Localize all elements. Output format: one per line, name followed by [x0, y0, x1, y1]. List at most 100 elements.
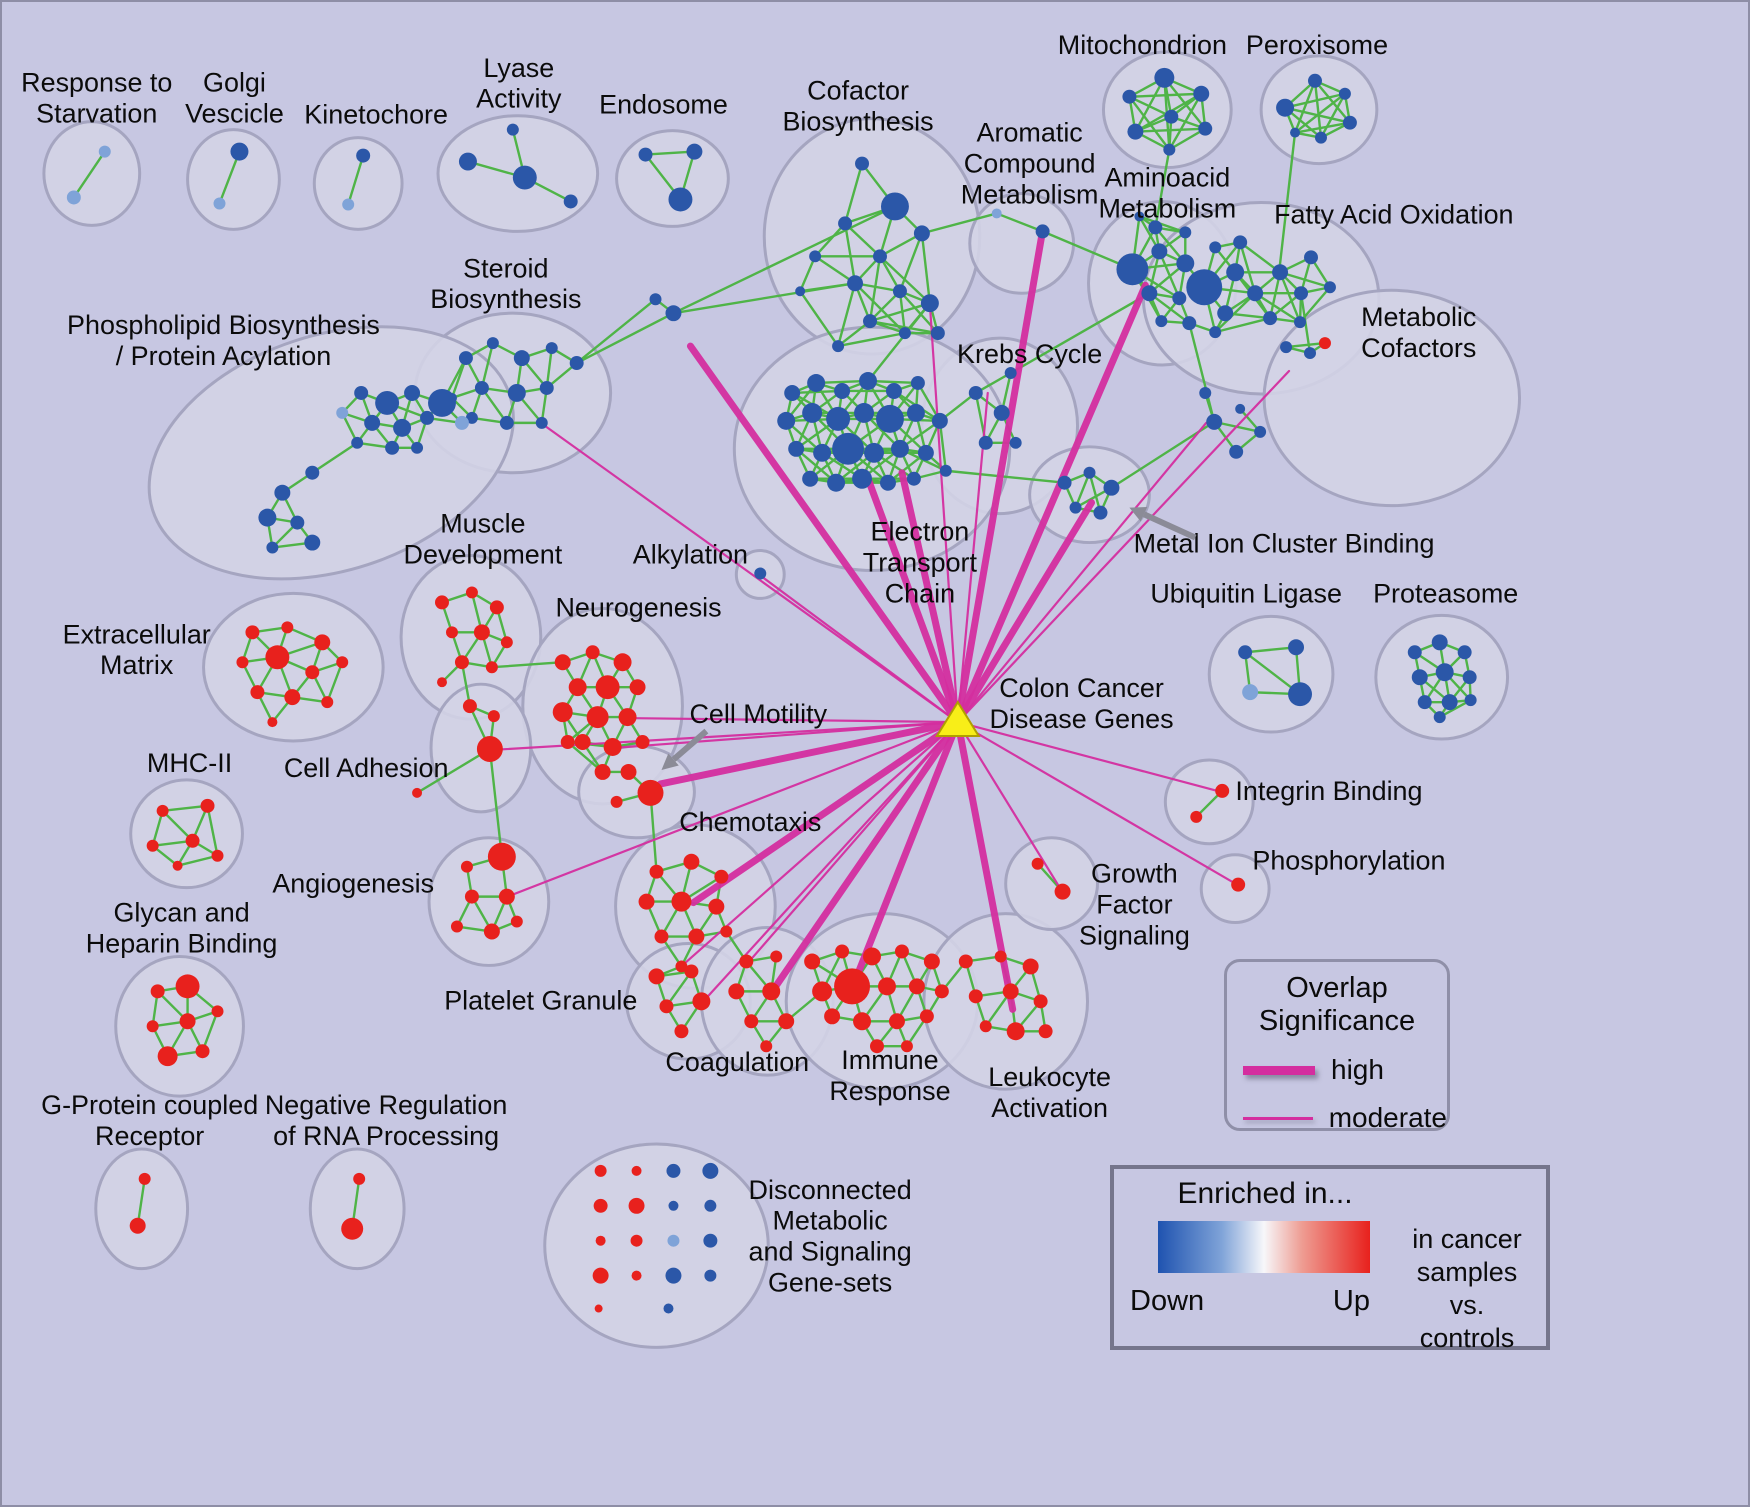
- cluster-label-disconnected-gene-sets: and Signaling: [749, 1237, 912, 1267]
- network-edge: [1293, 121, 1352, 134]
- network-node: [802, 402, 823, 423]
- significance-high-label: high: [1331, 1054, 1384, 1085]
- network-node: [428, 388, 456, 417]
- cluster-ellipse-g-protein-coupled-receptor: [94, 1147, 190, 1271]
- network-node: [1338, 87, 1351, 100]
- network-node: [863, 947, 881, 966]
- legend-enriched-context: in cancer samples vs. controls: [1400, 1221, 1534, 1355]
- cluster-label-growth-factor-signaling: Growth: [1091, 859, 1178, 889]
- network-node: [258, 508, 277, 527]
- network-node: [1417, 695, 1432, 710]
- network-node: [445, 626, 458, 639]
- network-node: [892, 284, 907, 299]
- network-node: [98, 145, 111, 158]
- network-node: [668, 1200, 679, 1211]
- network-node: [195, 1044, 210, 1059]
- network-node: [351, 436, 364, 449]
- network-node: [454, 415, 469, 430]
- significance-moderate-swatch: [1243, 1116, 1313, 1120]
- annotation-arrow-head-0: [1129, 506, 1148, 522]
- legend-enriched-in: Enriched in... Down Up in cancer samples…: [1110, 1165, 1550, 1353]
- network-node: [991, 208, 1002, 219]
- network-edge: [813, 222, 847, 258]
- inter-cluster-edge: [672, 205, 897, 315]
- significance-high-swatch: [1243, 1065, 1315, 1075]
- network-edge: [1214, 292, 1257, 334]
- cluster-label-response-starvation: Response to: [21, 68, 172, 98]
- network-node: [923, 953, 940, 970]
- network-node: [968, 385, 983, 400]
- cluster-ellipse-angiogenesis: [427, 836, 551, 967]
- network-node: [274, 484, 291, 501]
- significance-edge-high: [864, 475, 962, 726]
- inter-cluster-edge: [672, 282, 857, 315]
- network-node: [638, 147, 653, 162]
- network-node: [958, 954, 973, 969]
- cluster-label-leukocyte-activation: Activation: [991, 1093, 1108, 1123]
- network-node: [686, 143, 703, 160]
- network-node: [762, 982, 781, 1001]
- cluster-label-disconnected-gene-sets: Metabolic: [772, 1206, 887, 1236]
- network-node: [1272, 264, 1289, 281]
- network-node: [535, 416, 548, 429]
- network-node: [979, 1020, 992, 1033]
- network-node: [906, 471, 921, 486]
- enrichment-down-label: Down: [1130, 1285, 1205, 1317]
- network-node: [939, 464, 952, 477]
- network-node: [385, 440, 400, 455]
- cluster-label-glycan-heparin-binding: Heparin Binding: [86, 928, 278, 958]
- network-node: [1206, 413, 1223, 430]
- network-node: [574, 734, 591, 751]
- network-node: [1226, 263, 1245, 282]
- network-node: [1179, 226, 1192, 239]
- cluster-label-aromatic-compound-metabolism: Metabolism: [961, 179, 1099, 209]
- inter-cluster-edge: [488, 747, 504, 858]
- network-node: [1116, 253, 1149, 286]
- network-edge: [898, 232, 924, 293]
- network-edge: [1138, 215, 1187, 234]
- network-node: [568, 678, 587, 697]
- network-node: [1182, 316, 1197, 331]
- cluster-label-golgi-vescicle: Golgi: [203, 68, 266, 98]
- network-node: [1294, 286, 1309, 301]
- network-node: [336, 406, 349, 419]
- network-node: [1057, 475, 1072, 490]
- network-edge: [665, 970, 693, 1008]
- cluster-label-muscle-development: Muscle: [440, 509, 525, 539]
- cluster-ellipse-integrin-binding: [1163, 758, 1255, 846]
- network-node: [1231, 877, 1246, 892]
- network-node: [1103, 479, 1120, 496]
- network-edge: [1134, 76, 1166, 133]
- network-node: [826, 406, 851, 431]
- significance-edge-high: [848, 718, 962, 992]
- network-node: [1164, 109, 1179, 124]
- network-node: [179, 1013, 196, 1030]
- network-edge: [1283, 92, 1347, 109]
- network-node: [1009, 436, 1022, 449]
- network-edge: [176, 854, 219, 867]
- network-node: [610, 795, 623, 808]
- network-node: [931, 412, 948, 429]
- network-node: [342, 198, 355, 211]
- network-node: [341, 1217, 364, 1240]
- cluster-label-aminoacid-metabolism: Aminoacid: [1104, 163, 1230, 193]
- network-node: [910, 376, 925, 390]
- enrichment-up-label: Up: [1332, 1285, 1370, 1317]
- network-node: [569, 356, 584, 371]
- cluster-label-cell-adhesion: Cell Adhesion: [284, 753, 449, 783]
- network-node: [654, 929, 669, 944]
- cluster-label-kinetochore: Kinetochore: [304, 100, 448, 130]
- network-node: [460, 860, 473, 873]
- network-edge: [938, 419, 948, 472]
- network-node: [185, 833, 200, 848]
- network-node: [211, 849, 224, 862]
- network-node: [1314, 131, 1327, 144]
- network-node: [870, 1039, 884, 1054]
- network-node: [855, 156, 870, 171]
- network-edge: [480, 341, 495, 390]
- network-node: [649, 864, 664, 879]
- network-node: [412, 787, 423, 798]
- network-node: [404, 384, 421, 401]
- cluster-ellipse-response-starvation: [42, 120, 142, 227]
- network-node: [465, 411, 478, 424]
